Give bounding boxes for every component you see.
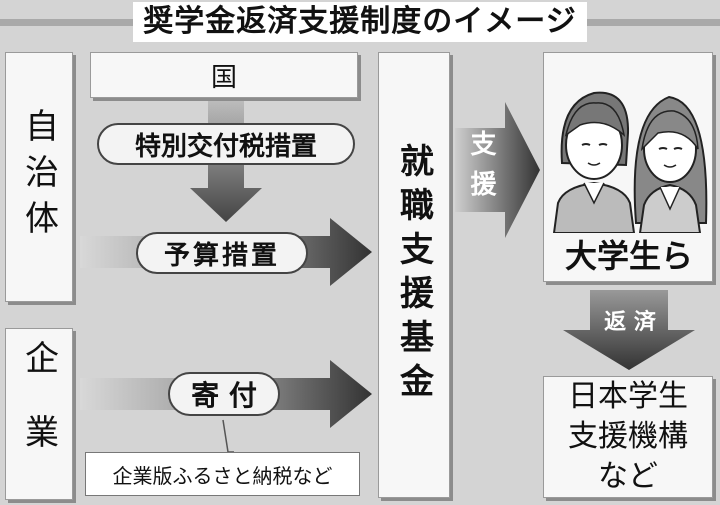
repayee-line1: 日本学生 xyxy=(568,379,688,414)
donation-label: 寄 付 xyxy=(191,379,257,412)
students-illustration xyxy=(552,91,708,234)
arrow-support xyxy=(455,102,540,238)
arrow-repayment xyxy=(563,290,695,370)
government-label: 国 xyxy=(210,62,237,93)
title-bar: 奨学金返済支援制度のイメージ xyxy=(0,0,720,44)
repayee-box: 日本学生 支援機構 など xyxy=(543,376,713,498)
municipality-label: 自治体 xyxy=(18,108,59,246)
male-student-icon xyxy=(552,91,636,234)
diagram-title: 奨学金返済支援制度のイメージ xyxy=(133,2,587,42)
company-label: 企業 xyxy=(18,340,59,488)
special-tax-label: 特別交付税措置 xyxy=(134,131,317,162)
fund-label: 就職支援基金 xyxy=(393,143,434,407)
company-box: 企業 xyxy=(5,328,73,500)
note-connector xyxy=(222,419,234,453)
repayment-label: 返 済 xyxy=(604,310,656,335)
hometown-tax-label: 企業版ふるさと納税など xyxy=(112,463,333,488)
repayee-line3: など xyxy=(598,459,658,494)
budget-label: 予算措置 xyxy=(163,240,280,271)
support-label: 支援 xyxy=(466,130,496,210)
fund-box: 就職支援基金 xyxy=(378,52,450,498)
budget-pill: 予算措置 xyxy=(136,232,308,274)
repayee-line2: 支援機構 xyxy=(568,419,688,454)
students-label: 大学生ら xyxy=(564,237,693,275)
special-tax-pill: 特別交付税措置 xyxy=(97,123,355,165)
students-box: 大学生ら xyxy=(543,52,713,282)
hometown-tax-note: 企業版ふるさと納税など xyxy=(85,452,360,496)
government-box: 国 xyxy=(90,52,358,98)
female-student-icon xyxy=(633,95,708,234)
municipality-box: 自治体 xyxy=(5,52,73,302)
donation-pill: 寄 付 xyxy=(168,372,280,416)
